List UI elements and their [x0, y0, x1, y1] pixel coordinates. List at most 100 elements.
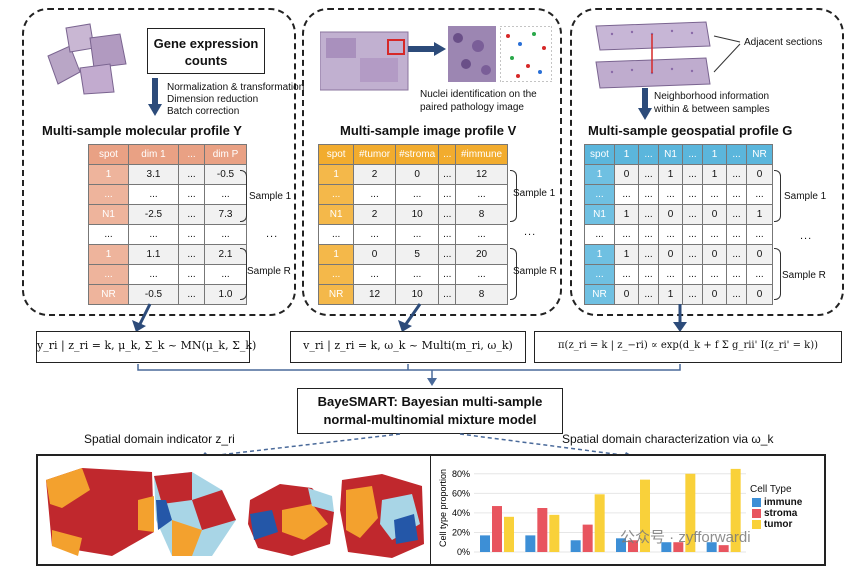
bar-tumor [685, 473, 696, 552]
table-cell: ... [394, 264, 440, 285]
watermark: 公众号 · zyfforwardi [620, 529, 751, 546]
table-cell: ... [746, 184, 773, 205]
y-tick-label: 80% [452, 469, 470, 479]
table-header-cell: ... [438, 144, 457, 165]
table-cell: NR [584, 284, 615, 305]
table-cell: ... [682, 204, 703, 225]
table-cell: 1 [658, 284, 683, 305]
table-cell: ... [584, 224, 615, 245]
legend-immune: immune [752, 497, 802, 508]
sample-r-brace [240, 248, 247, 300]
sample-1-label: Sample 1 [784, 191, 827, 202]
table-cell: ... [178, 164, 205, 185]
table-cell: ... [438, 264, 457, 285]
image-likelihood-equation: v_ri | z_ri = k, ω_k ~ Multi(m_ri, ω_k) [290, 331, 526, 363]
table-cell: ... [317, 184, 355, 205]
table-cell: ... [178, 204, 205, 225]
table-row: ............... [317, 184, 508, 205]
table-cell: ... [726, 264, 747, 285]
table-cell: ... [88, 184, 129, 205]
table-cell: ... [614, 264, 639, 285]
sample-r-label: Sample R [247, 266, 291, 277]
table-row: N1-2.5...7.3 [88, 204, 247, 225]
table-cell: 1 [317, 244, 355, 265]
table-cell: ... [353, 184, 396, 205]
table-cell: ... [726, 164, 747, 185]
bar-stroma [492, 506, 502, 552]
table-cell: 1.0 [204, 284, 247, 305]
y-tick-label: 60% [452, 488, 470, 498]
table-cell: ... [455, 184, 508, 205]
bar-tumor [594, 494, 605, 552]
table-cell: -0.5 [128, 284, 179, 305]
table-cell: ... [455, 264, 508, 285]
table-cell: ... [178, 244, 205, 265]
table-cell: ... [638, 164, 659, 185]
table-cell: ... [317, 224, 355, 245]
table-row: ............ [88, 184, 247, 205]
table-cell: ... [746, 264, 773, 285]
model-title-line-1: BayeSMART: Bayesian multi-sample [317, 394, 543, 409]
molecular-profile-panel [22, 8, 296, 316]
bayesmart-model-box: BayeSMART: Bayesian multi-sample normal-… [297, 388, 563, 434]
bar-immune [570, 540, 581, 552]
table-row: ........................ [584, 184, 773, 205]
table-cell: 3.1 [128, 164, 179, 185]
table-cell: ... [128, 184, 179, 205]
bar-stroma [718, 545, 729, 552]
table-cell: 2 [353, 164, 396, 185]
legend-tumor-swatch [752, 519, 761, 529]
table-cell: ... [726, 184, 747, 205]
table-cell: 0 [658, 204, 683, 225]
table-cell: ... [455, 224, 508, 245]
table-cell: ... [128, 264, 179, 285]
legend-title: Cell Type [750, 484, 792, 495]
table-cell: ... [638, 224, 659, 245]
table-cell: ... [658, 184, 683, 205]
legend-stroma-label: stroma [764, 508, 798, 519]
table-cell: 0 [394, 164, 440, 185]
table-cell: 1 [746, 204, 773, 225]
table-cell: ... [726, 244, 747, 265]
table-cell: -2.5 [128, 204, 179, 225]
molecular-profile-title: Multi-sample molecular profile Y [42, 123, 242, 138]
connector-lines [713, 35, 741, 73]
table-cell: N1 [584, 204, 615, 225]
table-cell: 20 [455, 244, 508, 265]
table-header-cell: dim P [204, 144, 247, 165]
nuclei-detection-image [500, 26, 552, 82]
table-cell: ... [638, 244, 659, 265]
table-cell: 1 [614, 244, 639, 265]
table-cell: ... [638, 204, 659, 225]
y-tick-label: 0% [457, 547, 470, 557]
table-cell: 1 [584, 244, 615, 265]
preprocessing-note-1: Normalization & transformation [167, 82, 305, 93]
table-header-cell: spot [584, 144, 615, 165]
table-cell: ... [658, 224, 683, 245]
table-cell: 0 [746, 244, 773, 265]
table-cell: 12 [455, 164, 508, 185]
table-cell: 10 [394, 284, 440, 305]
table-header-cell: 1 [702, 144, 727, 165]
table-cell: ... [726, 204, 747, 225]
table-cell: ... [178, 184, 205, 205]
image-profile-title: Multi-sample image profile V [340, 123, 517, 138]
table-row: ............... [317, 224, 508, 245]
bar-tumor [504, 516, 514, 552]
geospatial-profile-panel [570, 8, 844, 316]
table-cell: NR [88, 284, 129, 305]
domain-characterization-caption: Spatial domain characterization via ω_k [562, 432, 774, 446]
domain-indicator-caption: Spatial domain indicator z_ri [84, 432, 235, 446]
arrow-right-icon [408, 42, 446, 56]
spatial-prior-equation: π(z_ri = k | z_−ri) ∝ exp(d_k + f Σ g_ri… [534, 331, 842, 363]
